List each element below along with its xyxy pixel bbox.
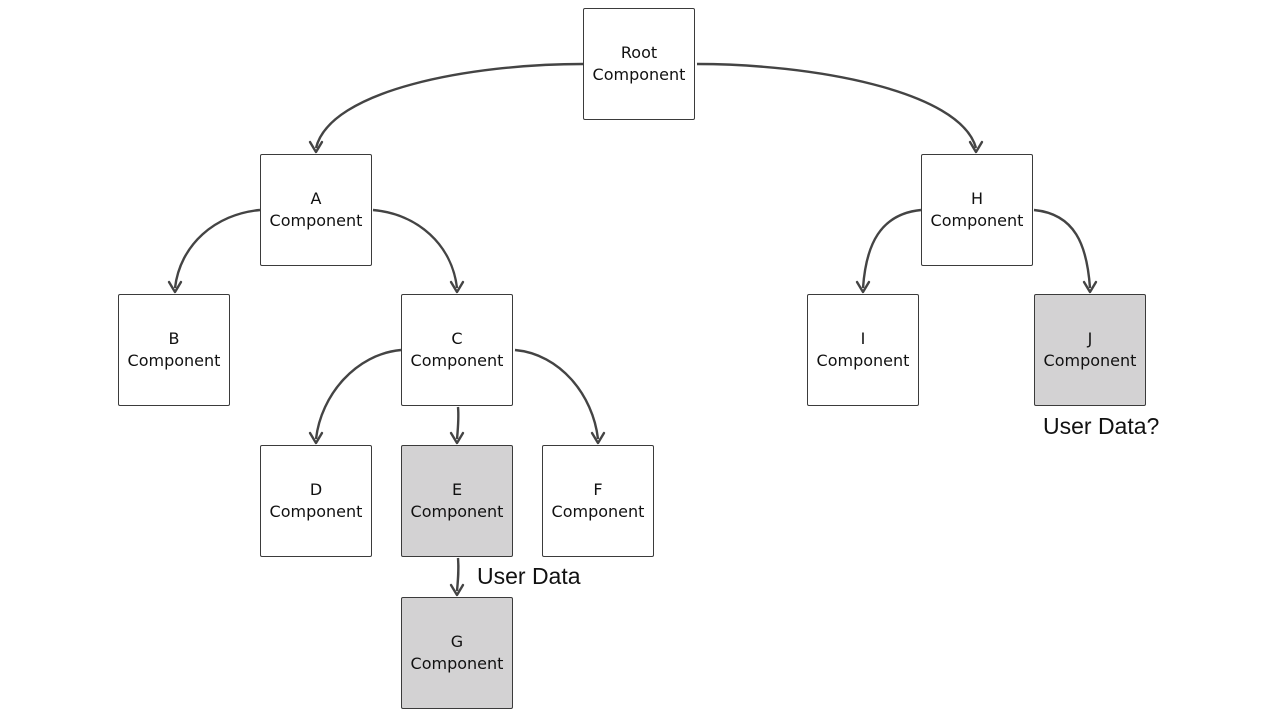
b-component-node: B Component	[118, 294, 230, 406]
node-label-line1: G	[450, 632, 464, 651]
edge-root-a	[314, 62, 584, 149]
arrowhead-h-i	[855, 280, 871, 294]
node-label-line1: E	[451, 480, 463, 499]
node-label-line1: F	[593, 480, 603, 499]
arrowhead-root-h	[968, 140, 984, 154]
arrowhead-a-b	[167, 280, 183, 294]
edge-root-h	[696, 62, 978, 149]
edge-h-i	[861, 208, 922, 289]
arrowhead-c-f	[590, 431, 606, 445]
node-label-line1: B	[168, 329, 180, 348]
user-data-question-label: User Data?	[1043, 413, 1160, 439]
edge-h-j	[1033, 208, 1092, 289]
node-label-line2: Component	[551, 502, 645, 521]
node-label-line1: J	[1087, 329, 1093, 348]
node-label-line2: Component	[592, 65, 686, 84]
arrowhead-e-g	[449, 583, 465, 597]
arrowhead-c-e	[449, 431, 465, 445]
root-component-node: Root Component	[583, 8, 695, 120]
node-label-line2: Component	[410, 654, 504, 673]
arrowhead-a-c	[449, 280, 465, 294]
node-label-line2: Component	[269, 502, 363, 521]
node-label-line1: Root	[620, 43, 658, 62]
c-component-node: C Component	[401, 294, 513, 406]
node-label-line1: A	[310, 189, 322, 208]
node-label-line1: D	[309, 480, 323, 499]
h-component-node: H Component	[921, 154, 1033, 266]
e-component-node: E Component	[401, 445, 513, 557]
f-component-node: F Component	[542, 445, 654, 557]
edge-e-g	[455, 557, 460, 592]
edge-c-e	[455, 406, 460, 440]
node-label-line2: Component	[410, 502, 504, 521]
node-label-line2: Component	[1043, 351, 1137, 370]
arrowhead-h-j	[1082, 280, 1098, 294]
node-label-line1: C	[451, 329, 463, 348]
node-label-line2: Component	[410, 351, 504, 370]
edge-a-b	[173, 208, 261, 289]
g-component-node: G Component	[401, 597, 513, 709]
edge-c-f	[514, 348, 600, 440]
node-label-line1: I	[860, 329, 866, 348]
user-data-label: User Data	[477, 563, 581, 589]
d-component-node: D Component	[260, 445, 372, 557]
node-label-line2: Component	[930, 211, 1024, 230]
node-label-line2: Component	[816, 351, 910, 370]
i-component-node: I Component	[807, 294, 919, 406]
j-component-node: J Component	[1034, 294, 1146, 406]
node-label-line2: Component	[269, 211, 363, 230]
arrowhead-root-a	[308, 140, 324, 154]
arrowhead-c-d	[308, 431, 324, 445]
node-label-line1: H	[970, 189, 984, 208]
edge-c-d	[314, 348, 402, 440]
node-label-line2: Component	[127, 351, 221, 370]
edge-a-c	[372, 208, 459, 289]
a-component-node: A Component	[260, 154, 372, 266]
